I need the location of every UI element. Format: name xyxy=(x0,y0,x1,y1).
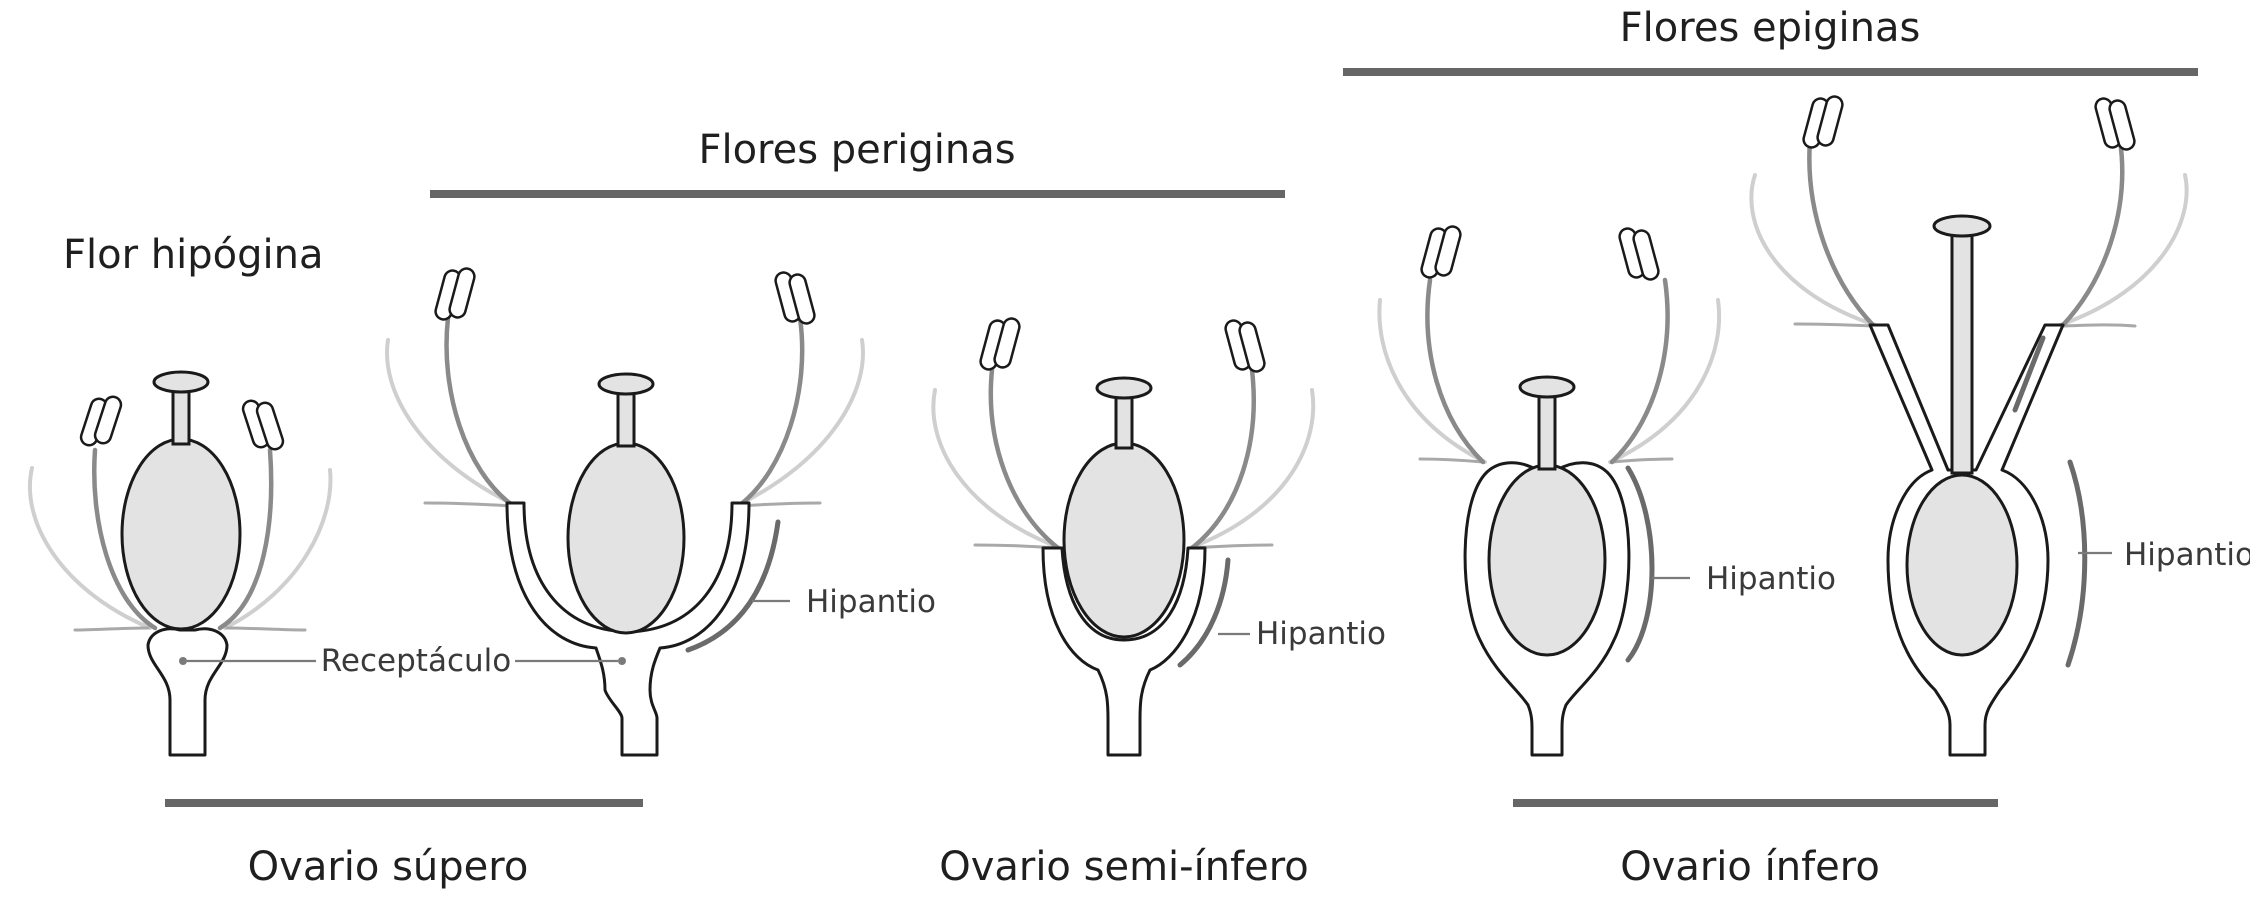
label-ovario-semi-infero: Ovario semi-ínfero xyxy=(939,844,1309,890)
stigma xyxy=(1095,376,1153,400)
stigma xyxy=(152,370,210,394)
anther-right xyxy=(1618,227,1660,281)
ovary xyxy=(566,441,686,635)
anther-left xyxy=(979,317,1021,371)
label-hipantio-4: Hipantio xyxy=(2124,537,2250,573)
label-hipantio-2: Hipantio xyxy=(1256,616,1386,652)
style xyxy=(1950,223,1974,475)
ovary xyxy=(1487,463,1607,657)
label-ovario-infero: Ovario ínfero xyxy=(1620,844,1880,890)
label-flor-hipogina: Flor hipógina xyxy=(63,232,323,278)
anther-right xyxy=(774,271,816,325)
ovary xyxy=(1905,473,2019,657)
stigma xyxy=(1932,214,1992,238)
label-receptaculo: Receptáculo xyxy=(321,643,511,679)
supero-bracket-bar xyxy=(165,799,643,807)
flower-perigynous-semi-inferior xyxy=(931,317,1316,757)
label-flores-periginas: Flores periginas xyxy=(698,127,1015,173)
ovary xyxy=(1062,441,1186,639)
anther-right xyxy=(1224,319,1266,373)
hypanthium-line xyxy=(685,519,781,653)
anther-left xyxy=(1420,225,1462,279)
periginas-bracket-bar xyxy=(430,190,1285,198)
anther-left xyxy=(1802,95,1844,149)
label-hipantio-1: Hipantio xyxy=(806,584,936,620)
flower-perigynous-superior xyxy=(385,267,865,757)
anther-left xyxy=(434,267,476,321)
ovary xyxy=(120,437,242,631)
anther-right xyxy=(241,399,285,451)
infero-bracket-bar xyxy=(1513,799,1998,807)
stigma xyxy=(1518,375,1576,399)
label-flores-epiginas: Flores epiginas xyxy=(1620,5,1921,51)
receptacle xyxy=(146,627,229,757)
label-ovario-supero: Ovario súpero xyxy=(248,844,529,890)
anther-left xyxy=(79,395,123,447)
flower-epigynous-1 xyxy=(1377,225,1722,757)
hypanthium-tube-line xyxy=(2012,335,2046,413)
epiginas-bracket-bar xyxy=(1343,68,2198,76)
hypanthium-line xyxy=(2065,459,2088,668)
anther-right xyxy=(2094,97,2136,151)
hypanthium-cup xyxy=(1041,546,1207,757)
flower-hypogynous xyxy=(27,370,333,757)
style xyxy=(1537,385,1557,471)
stigma xyxy=(597,372,655,396)
hypanthium-line xyxy=(1177,557,1231,668)
hypanthium-line xyxy=(1625,465,1655,663)
label-hipantio-3: Hipantio xyxy=(1706,561,1836,597)
flower-epigynous-2 xyxy=(1749,95,2189,757)
